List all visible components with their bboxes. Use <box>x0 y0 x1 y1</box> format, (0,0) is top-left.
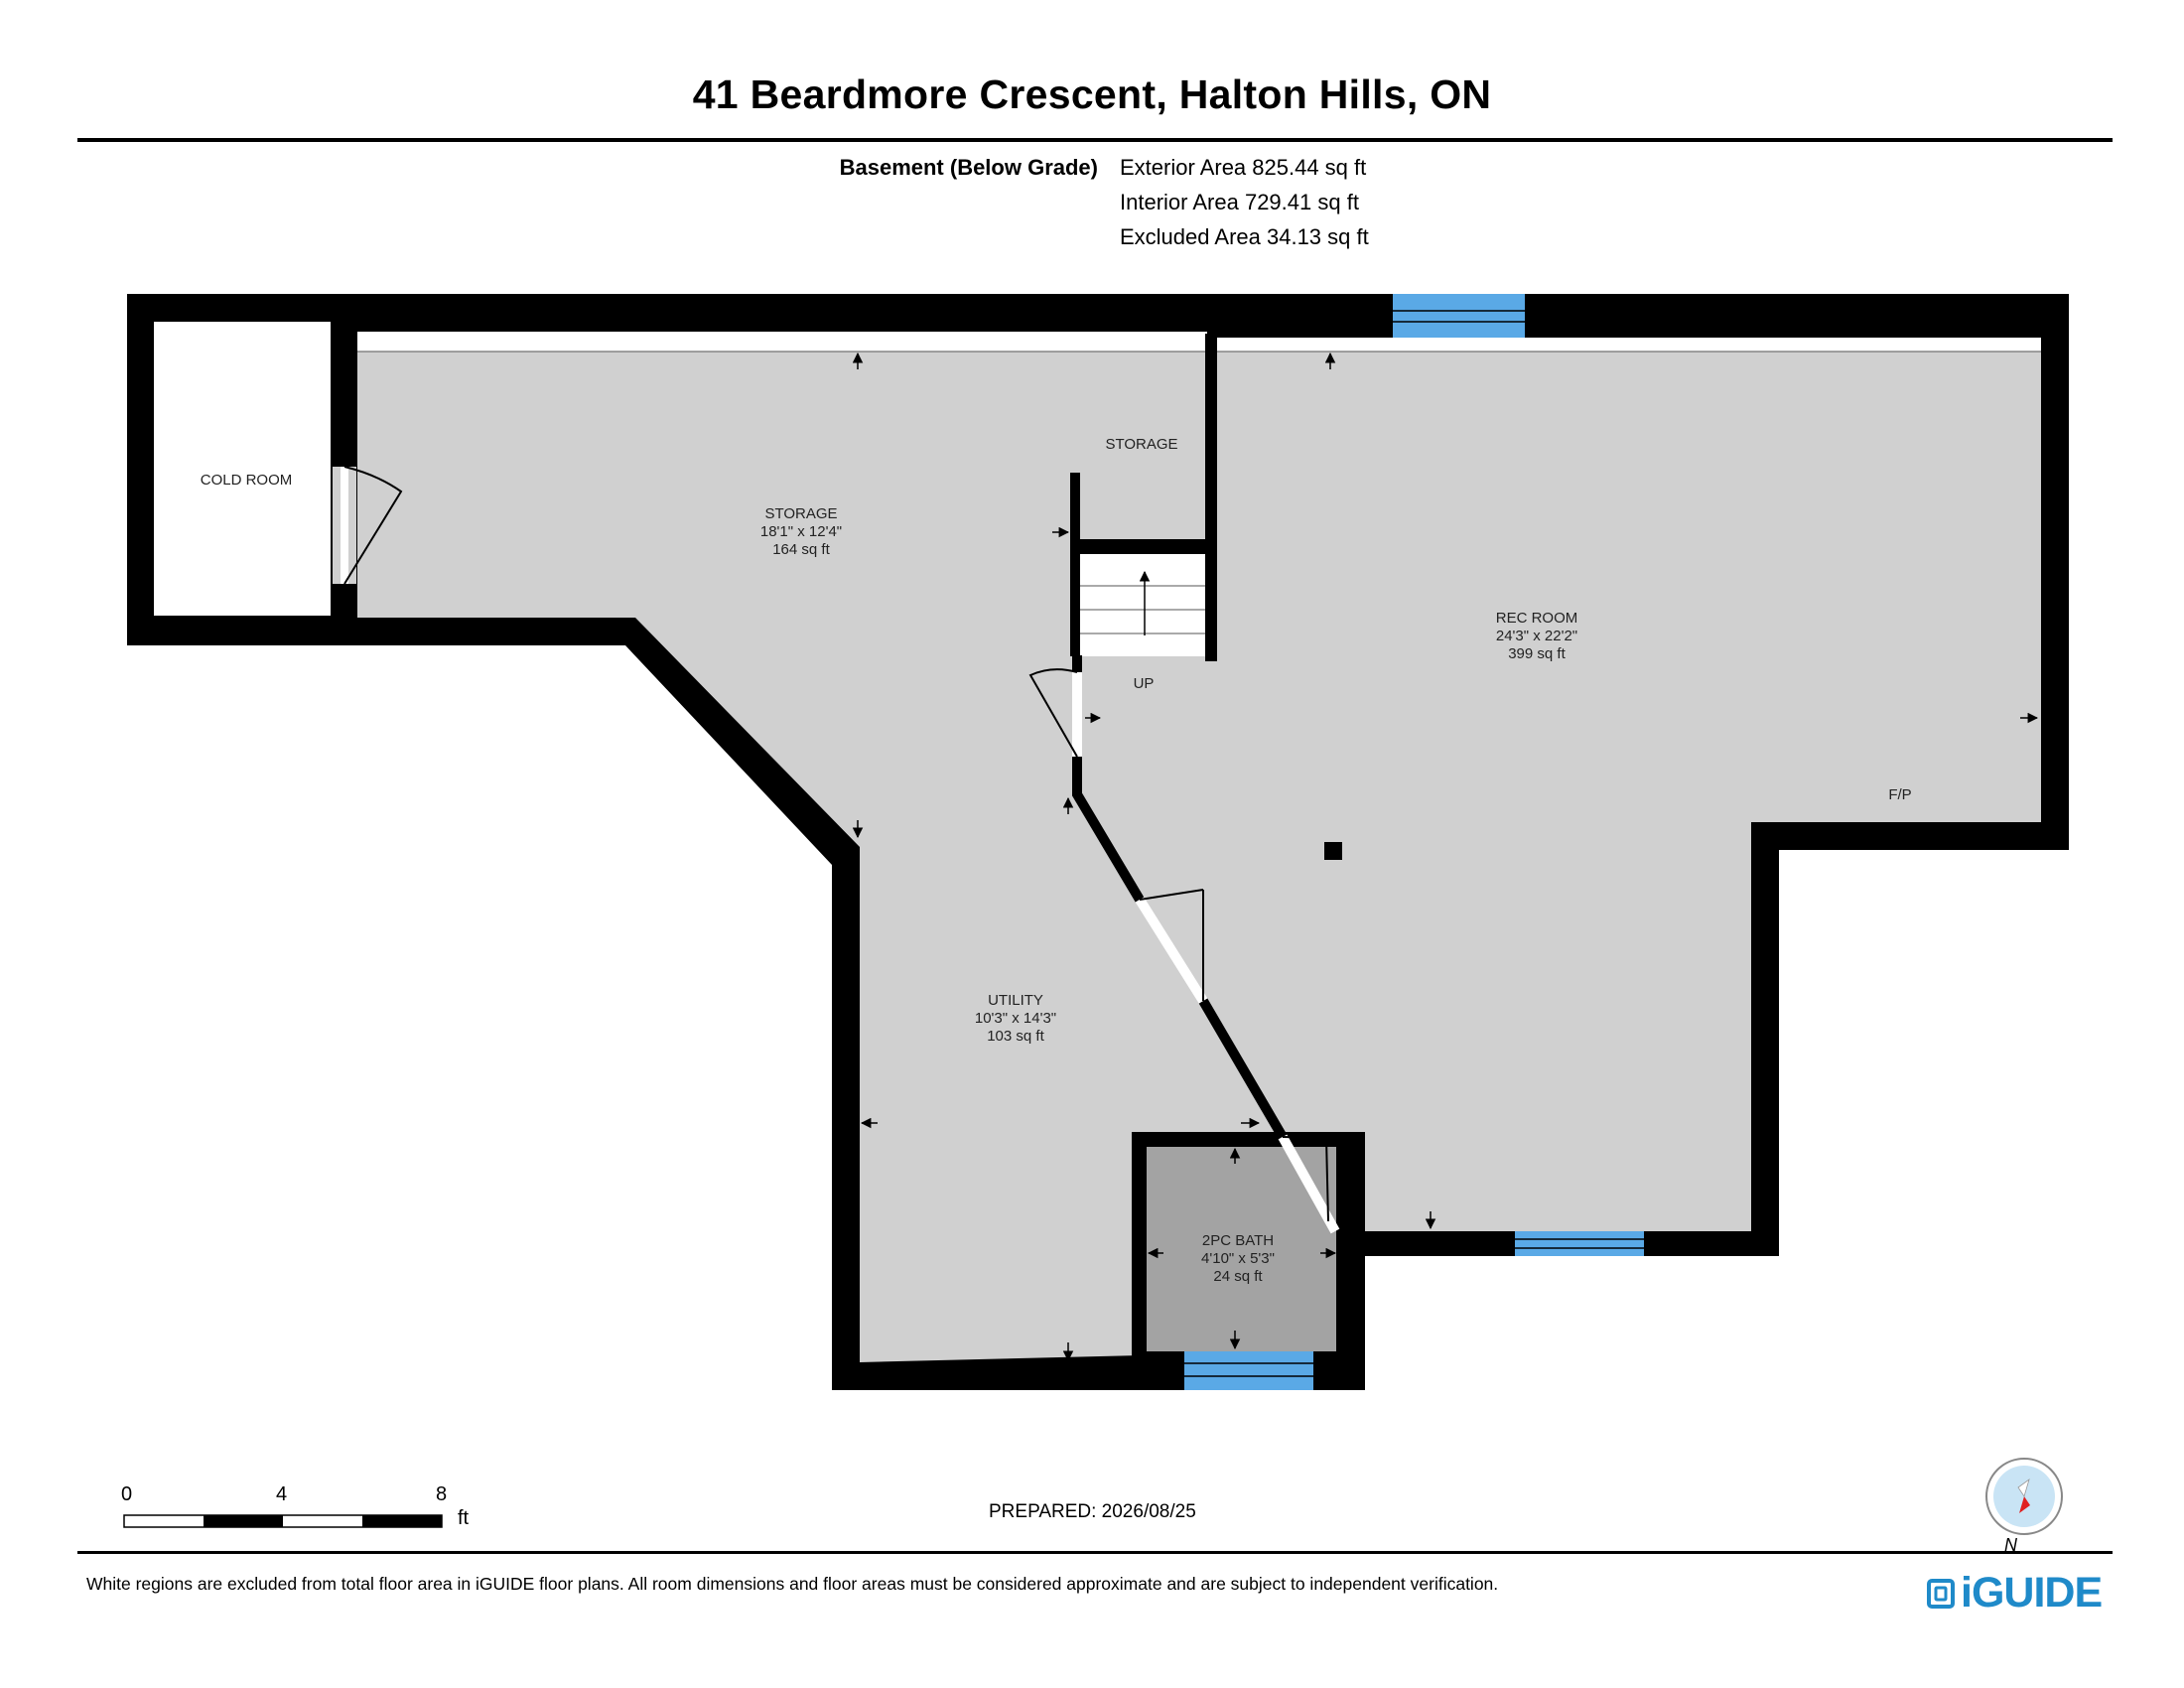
iguide-logo-icon <box>1927 1578 1955 1609</box>
window-top <box>1393 294 1525 338</box>
storage-main-dims: 18'1" x 12'4" <box>760 523 842 540</box>
support-column <box>1324 842 1342 860</box>
plan-title: 41 Beardmore Crescent, Halton Hills, ON <box>692 71 1492 117</box>
bath-name: 2PC BATH <box>1202 1232 1274 1249</box>
stair-treads <box>1080 585 1205 634</box>
window-rec-bottom <box>1515 1231 1644 1256</box>
cold-room-label: COLD ROOM <box>201 472 293 489</box>
utility-area: 103 sq ft <box>987 1028 1044 1045</box>
stair-wall-right <box>1205 334 1217 661</box>
rec-room-name: REC ROOM <box>1496 610 1578 627</box>
compass-icon <box>1985 1458 2063 1535</box>
rec-room-area: 399 sq ft <box>1508 645 1566 662</box>
storage-small-name: STORAGE <box>1105 436 1177 453</box>
scale-tick-0: 0 <box>121 1483 133 1505</box>
bath-door <box>1278 1134 1340 1234</box>
excluded-strip-storage <box>357 332 1207 352</box>
utility-name: UTILITY <box>988 992 1043 1009</box>
cold-room <box>154 322 333 616</box>
excluded-area: Excluded Area 34.13 sq ft <box>1120 224 1369 249</box>
excluded-strip-rec <box>1217 338 2041 352</box>
compass-north-label: N <box>2004 1535 2017 1555</box>
bath-dims: 4'10" x 5'3" <box>1201 1250 1275 1267</box>
iguide-logo-text: iGUIDE <box>1961 1569 2103 1617</box>
iguide-logo: iGUIDE <box>1927 1569 2103 1618</box>
footer-rule <box>77 1551 2113 1554</box>
floor-label: Basement (Below Grade) <box>839 155 1098 180</box>
partition-diagonal <box>1072 757 1145 903</box>
bath-area: 24 sq ft <box>1213 1268 1263 1285</box>
utility-door <box>1135 889 1208 1004</box>
scale-tick-8: 8 <box>436 1483 448 1505</box>
rec-room-dims: 24'3" x 22'2" <box>1496 628 1577 644</box>
scale-bar <box>123 1514 443 1528</box>
interior-area: Interior Area 729.41 sq ft <box>1120 190 1359 214</box>
fireplace-label: F/P <box>1888 786 1911 803</box>
disclaimer: White regions are excluded from total fl… <box>86 1574 1499 1594</box>
window-bath <box>1184 1351 1313 1390</box>
scale-tick-4: 4 <box>276 1483 288 1505</box>
title-rule <box>77 138 2113 142</box>
stair-wall-top <box>1070 539 1217 554</box>
prepared-date: PREPARED: 2026/08/25 <box>989 1501 1196 1522</box>
stairs <box>1079 551 1208 656</box>
cold-room-door <box>333 466 403 585</box>
stair-door <box>1028 668 1082 758</box>
utility-dims: 10'3" x 14'3" <box>975 1010 1056 1027</box>
stairs-label: UP <box>1134 675 1155 692</box>
exterior-area: Exterior Area 825.44 sq ft <box>1120 155 1367 180</box>
stair-wall-left <box>1070 473 1080 656</box>
main-floor <box>357 344 2041 1362</box>
storage-main-area: 164 sq ft <box>772 541 830 558</box>
scale-unit: ft <box>458 1507 470 1529</box>
storage-main-name: STORAGE <box>764 505 837 522</box>
dimension-arrows <box>852 352 2039 1362</box>
